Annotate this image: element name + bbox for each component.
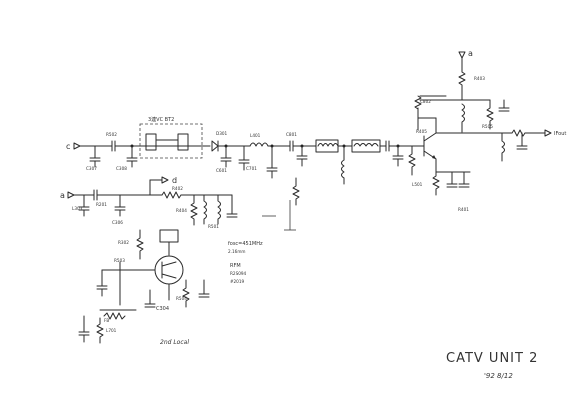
- terminal-a-arrow: [67, 191, 75, 199]
- component-label: L701: [106, 328, 117, 333]
- rfm-note: RFM: [230, 263, 241, 269]
- component-label: R504: [176, 296, 187, 301]
- top-box-label: 3連VC BT2: [148, 116, 174, 123]
- terminal-out-arrow: [544, 129, 552, 137]
- terminal-d-label: d: [172, 176, 177, 185]
- diagram-date: '92 8/12: [484, 372, 513, 380]
- main-signal-line: [73, 139, 413, 153]
- component-label: R403: [474, 76, 485, 81]
- terminal-c-arrow: [73, 142, 81, 150]
- component-label: R401: [458, 207, 469, 212]
- terminal-a-top-arrow: [458, 51, 466, 59]
- terminal-a-label: a: [60, 191, 65, 200]
- component-label: C601: [216, 168, 227, 173]
- component-label: FB: [104, 318, 109, 323]
- amplifier-section: [408, 51, 552, 196]
- component-label: L303: [72, 206, 83, 211]
- osc-note: fosc=451MHz: [228, 241, 263, 247]
- terminal-c-label: c: [66, 142, 70, 151]
- terminal-out-label: IFout: [554, 131, 566, 137]
- component-label: C308: [116, 166, 127, 171]
- ground-symbols: [262, 177, 300, 231]
- component-label: R402: [172, 186, 183, 191]
- component-label: C801: [286, 132, 297, 137]
- component-label: C307: [86, 166, 97, 171]
- component-label: R501: [208, 224, 219, 229]
- component-label: R405: [416, 129, 427, 134]
- component-label: C304: [156, 306, 169, 312]
- component-label: C306: [112, 220, 123, 225]
- component-label: C701: [246, 166, 257, 171]
- component-label: R503: [114, 258, 125, 263]
- component-label: R505: [482, 124, 493, 129]
- diagram-title: CATV UNIT 2: [446, 351, 538, 366]
- rfm-part: R2S094: [230, 271, 247, 276]
- component-label: C802: [420, 99, 431, 104]
- component-label: R404: [176, 208, 187, 213]
- terminal-d-arrow: [161, 176, 169, 184]
- component-label: L401: [250, 133, 261, 138]
- component-label: R502: [106, 132, 117, 137]
- fet-transistor: [154, 255, 184, 285]
- second-signal-line: [67, 176, 238, 226]
- component-label: L501: [412, 182, 423, 187]
- main-line-shunts: [89, 145, 404, 185]
- component-label: R302: [118, 240, 129, 245]
- component-label: R201: [96, 202, 107, 207]
- osc-note-sub: 2.16mm: [228, 249, 245, 254]
- labels: c a d a IFout 3連VC BT2 R502 C307 C308 D3…: [60, 49, 566, 380]
- oscillator-stage: [78, 229, 210, 344]
- rfm-sub: #2019: [230, 279, 245, 284]
- component-label: D301: [216, 131, 228, 136]
- three-gang-vc-block: [139, 123, 203, 159]
- terminal-a-top-label: a: [468, 49, 473, 58]
- second-local-note: 2nd Local: [160, 339, 189, 346]
